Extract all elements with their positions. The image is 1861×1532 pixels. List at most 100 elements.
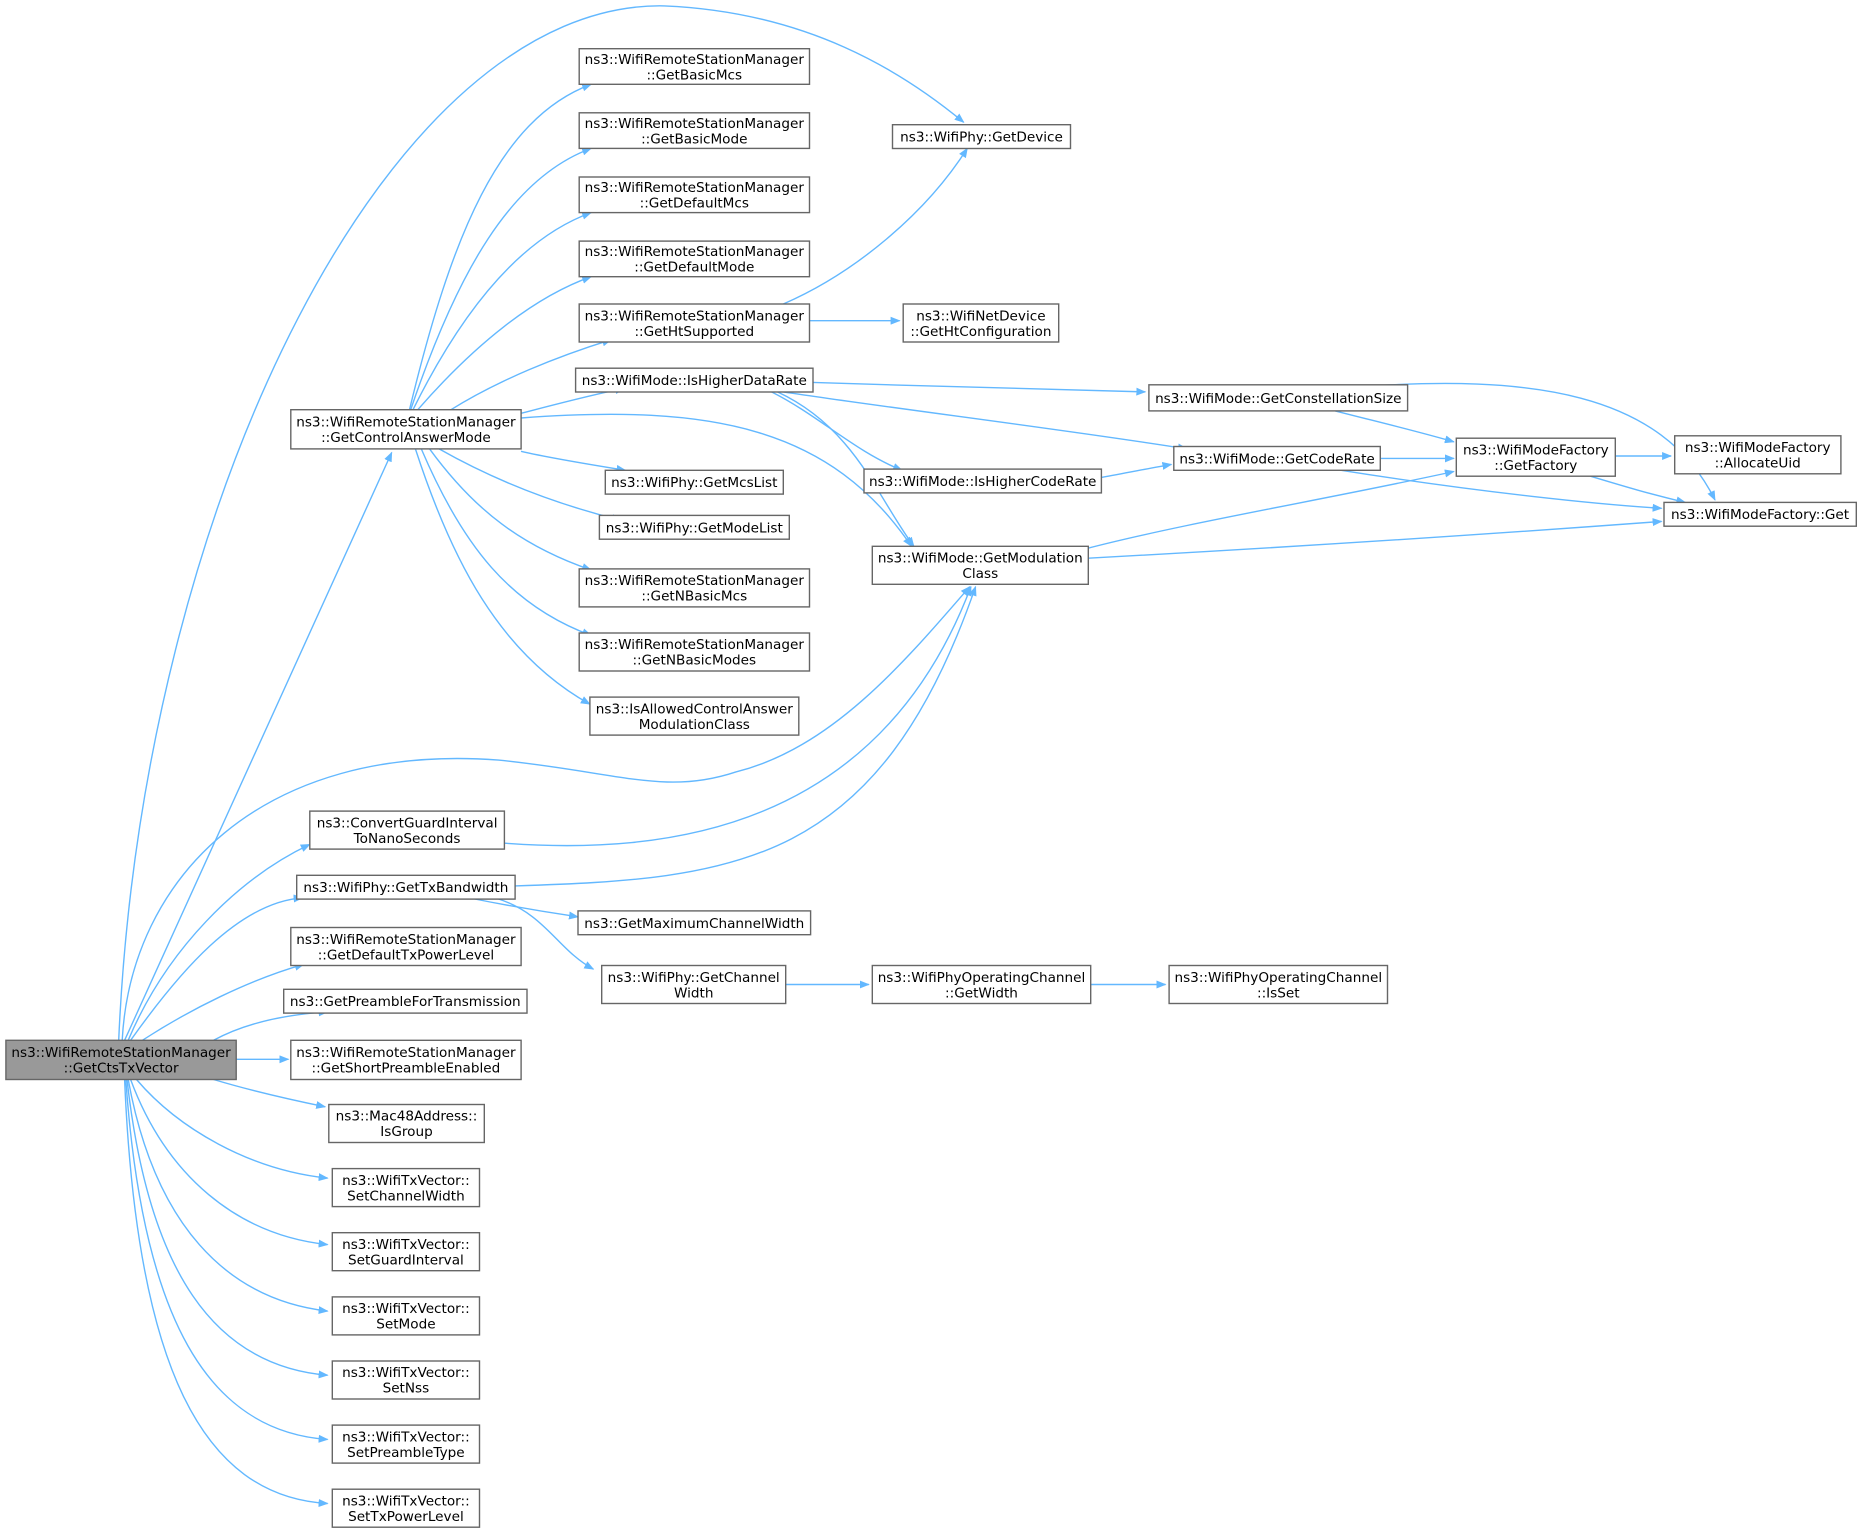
node-label-line: ns3::WifiRemoteStationManager bbox=[585, 180, 805, 196]
node-getTxBandwidth[interactable]: ns3::WifiPhy::GetTxBandwidth bbox=[296, 874, 516, 900]
node-label-line: ns3::WifiTxVector:: bbox=[342, 1173, 470, 1189]
node-setChannelWidth[interactable]: ns3::WifiTxVector::SetChannelWidth bbox=[331, 1167, 481, 1208]
node-box bbox=[1663, 501, 1858, 527]
edge-isHigherDataRate-to-getCodeRate bbox=[783, 391, 1188, 452]
node-label-line: ns3::WifiNetDevice bbox=[916, 308, 1045, 324]
edge-arrow bbox=[783, 147, 968, 305]
edge-arrow bbox=[1341, 469, 1663, 512]
node-box bbox=[1173, 445, 1382, 471]
node-box bbox=[1148, 384, 1409, 412]
node-setNss[interactable]: ns3::WifiTxVector::SetNss bbox=[331, 1360, 481, 1400]
node-getModeList[interactable]: ns3::WifiPhy::GetModeList bbox=[598, 514, 791, 540]
edge-isHigherDataRate-to-getConstellationSize bbox=[812, 381, 1147, 396]
edge-getTxBandwidth-to-getChannelWidth bbox=[498, 898, 595, 970]
node-setPreambleType[interactable]: ns3::WifiTxVector::SetPreambleType bbox=[331, 1424, 481, 1464]
node-root[interactable]: ns3::WifiRemoteStationManager::GetCtsTxV… bbox=[5, 1039, 237, 1081]
node-label-line: ns3::WifiRemoteStationManager bbox=[296, 1045, 516, 1061]
node-label-line: ::GetDefaultMcs bbox=[640, 196, 749, 212]
node-isHigherDataRate[interactable]: ns3::WifiMode::IsHigherDataRate bbox=[574, 367, 814, 393]
node-label-line: ns3::WifiPhyOperatingChannel bbox=[1174, 970, 1382, 986]
node-box bbox=[331, 1296, 481, 1336]
edge-convertGuardInterval-to-getModulationClass bbox=[504, 585, 972, 847]
edge-arrow bbox=[1335, 410, 1455, 444]
edge-root-to-getDevice bbox=[118, 5, 965, 1041]
node-label-line: ::IsSet bbox=[1257, 985, 1300, 1001]
node-getBasicMode[interactable]: ns3::WifiRemoteStationManager::GetBasicM… bbox=[578, 112, 811, 150]
node-label-line: ::AllocateUid bbox=[1715, 456, 1801, 472]
node-getDefaultMode[interactable]: ns3::WifiRemoteStationManager::GetDefaul… bbox=[578, 240, 811, 278]
node-getDefaultMcs[interactable]: ns3::WifiRemoteStationManager::GetDefaul… bbox=[578, 176, 811, 214]
node-getBasicMcs[interactable]: ns3::WifiRemoteStationManager::GetBasicM… bbox=[578, 48, 811, 85]
node-getFactory[interactable]: ns3::WifiModeFactory::GetFactory bbox=[1455, 437, 1617, 477]
node-label-line: ::GetHtConfiguration bbox=[910, 324, 1051, 340]
node-getMcsList[interactable]: ns3::WifiPhy::GetMcsList bbox=[604, 469, 784, 495]
node-label-line: ns3::WifiRemoteStationManager bbox=[585, 116, 805, 132]
node-setGuardInterval[interactable]: ns3::WifiTxVector::SetGuardInterval bbox=[331, 1231, 481, 1272]
node-setMode[interactable]: ns3::WifiTxVector::SetMode bbox=[331, 1296, 481, 1336]
node-label-line: ns3::IsAllowedControlAnswer bbox=[596, 701, 793, 717]
node-allocateUid[interactable]: ns3::WifiModeFactory::AllocateUid bbox=[1673, 435, 1842, 475]
node-setTxPowerLevel[interactable]: ns3::WifiTxVector::SetTxPowerLevel bbox=[331, 1488, 481, 1528]
node-label-line: ns3::WifiRemoteStationManager bbox=[296, 415, 516, 431]
edge-arrow bbox=[429, 448, 593, 571]
node-factoryGet[interactable]: ns3::WifiModeFactory::Get bbox=[1663, 501, 1858, 527]
nodes-layer: ns3::WifiRemoteStationManager::GetCtsTxV… bbox=[5, 48, 1858, 1528]
node-label-line: ::GetHtSupported bbox=[634, 324, 754, 340]
edge-arrow bbox=[1085, 469, 1455, 550]
edge-root-to-setPreambleType bbox=[125, 1079, 329, 1443]
node-label-line: ns3::WifiTxVector:: bbox=[342, 1494, 470, 1510]
node-label-line: ns3::WifiMode::IsHigherCodeRate bbox=[869, 474, 1096, 490]
edge-root-to-getPreambleForTransmission bbox=[213, 1008, 329, 1041]
edge-getControlAnswerMode-to-getMcsList bbox=[520, 450, 627, 473]
edge-root-to-setTxPowerLevel bbox=[123, 1079, 329, 1507]
node-label-line: ::GetControlAnswerMode bbox=[321, 430, 491, 446]
edge-root-to-setMode bbox=[127, 1079, 329, 1315]
node-getCodeRate[interactable]: ns3::WifiMode::GetCodeRate bbox=[1173, 445, 1382, 471]
node-box bbox=[1455, 437, 1617, 477]
node-getHtConfiguration[interactable]: ns3::WifiNetDevice::GetHtConfiguration bbox=[902, 303, 1060, 343]
node-getPreambleForTransmission[interactable]: ns3::GetPreambleForTransmission bbox=[283, 988, 528, 1014]
node-box bbox=[290, 926, 522, 967]
node-getDefaultTxPowerLevel[interactable]: ns3::WifiRemoteStationManager::GetDefaul… bbox=[290, 926, 522, 967]
node-label-line: ns3::WifiRemoteStationManager bbox=[296, 932, 516, 948]
node-getNBasicModes[interactable]: ns3::WifiRemoteStationManager::GetNBasic… bbox=[578, 632, 811, 672]
node-label-line: ns3::WifiMode::GetConstellationSize bbox=[1155, 391, 1401, 407]
node-getMaximumChannelWidth[interactable]: ns3::GetMaximumChannelWidth bbox=[577, 910, 812, 936]
node-label-line: ns3::WifiMode::GetModulation bbox=[878, 551, 1083, 567]
edge-root-to-setGuardInterval bbox=[129, 1079, 329, 1248]
node-label-line: SetNss bbox=[383, 1381, 430, 1397]
edge-arrow bbox=[1101, 462, 1173, 479]
node-getNBasicMcs[interactable]: ns3::WifiRemoteStationManager::GetNBasic… bbox=[578, 568, 811, 608]
edge-arrow bbox=[213, 1078, 327, 1109]
node-opIsSet[interactable]: ns3::WifiPhyOperatingChannel::IsSet bbox=[1168, 964, 1389, 1005]
edge-getModulationClass-to-factoryGet bbox=[1088, 518, 1663, 559]
node-isGroup[interactable]: ns3::Mac48Address::IsGroup bbox=[328, 1103, 485, 1144]
node-box bbox=[871, 545, 1089, 585]
edge-arrow bbox=[414, 448, 591, 705]
edge-arrow bbox=[771, 391, 903, 471]
node-getControlAnswerMode[interactable]: ns3::WifiRemoteStationManager::GetContro… bbox=[290, 409, 522, 450]
node-box bbox=[331, 1360, 481, 1400]
node-getHtSupported[interactable]: ns3::WifiRemoteStationManager::GetHtSupp… bbox=[578, 303, 811, 343]
node-getShortPreambleEnabled[interactable]: ns3::WifiRemoteStationManager::GetShortP… bbox=[290, 1039, 522, 1081]
edges-layer bbox=[118, 5, 1716, 1507]
node-box bbox=[5, 1039, 237, 1081]
edge-arrow bbox=[127, 843, 311, 1041]
edge-root-to-getTxBandwidth bbox=[130, 894, 304, 1041]
node-box bbox=[577, 910, 812, 936]
edge-root-to-getControlAnswerMode bbox=[123, 451, 393, 1041]
node-label-line: ns3::GetPreambleForTransmission bbox=[290, 994, 521, 1010]
node-label-line: ::GetDefaultTxPowerLevel bbox=[318, 947, 494, 963]
node-opGetWidth[interactable]: ns3::WifiPhyOperatingChannel::GetWidth bbox=[871, 964, 1092, 1005]
node-label-line: ns3::WifiPhyOperatingChannel bbox=[878, 970, 1086, 986]
node-isAllowedControlAnswer[interactable]: ns3::IsAllowedControlAnswerModulationCla… bbox=[589, 696, 800, 736]
node-getDevice[interactable]: ns3::WifiPhy::GetDevice bbox=[891, 123, 1072, 150]
node-isHigherCodeRate[interactable]: ns3::WifiMode::IsHigherCodeRate bbox=[863, 468, 1103, 494]
node-label-line: ::GetShortPreambleEnabled bbox=[312, 1061, 501, 1077]
node-getConstellationSize[interactable]: ns3::WifiMode::GetConstellationSize bbox=[1148, 384, 1409, 412]
node-label-line: ns3::WifiRemoteStationManager bbox=[585, 573, 805, 589]
edge-getControlAnswerMode-to-getBasicMcs bbox=[408, 83, 593, 410]
